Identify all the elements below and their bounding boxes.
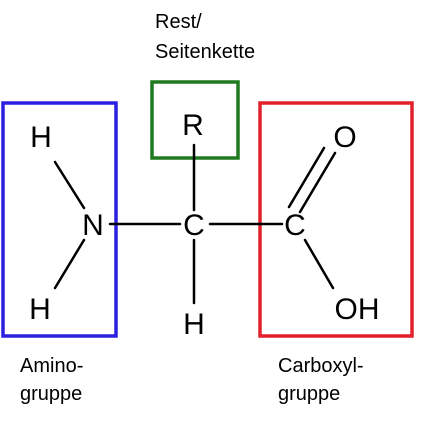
atom-nitrogen: N <box>82 209 104 242</box>
bond-n-h-bottom <box>53 238 86 290</box>
atom-hydroxyl: OH <box>335 293 380 326</box>
bond-c-o-double-2 <box>298 151 337 214</box>
label-carboxyl-line1: Carboxyl- <box>278 355 364 377</box>
atom-h-alpha: H <box>183 308 205 341</box>
carboxyl-group-box <box>258 101 414 338</box>
bond-c-o-double-1 <box>287 146 326 209</box>
atom-h-bottom-left: H <box>29 293 51 326</box>
bond-n-h-top <box>53 160 86 210</box>
label-rest-line1: Rest/ <box>155 11 202 33</box>
label-rest-line2: Seitenkette <box>155 41 255 63</box>
atom-h-top-left: H <box>30 121 52 154</box>
atom-r-group: R <box>182 109 204 142</box>
label-carboxyl-line2: gruppe <box>278 383 340 405</box>
bond-c-oh <box>303 238 335 290</box>
atom-carbon-carboxyl: C <box>284 209 306 242</box>
label-amino-line2: gruppe <box>20 383 82 405</box>
label-amino-line1: Amino- <box>20 355 83 377</box>
atom-carbon-alpha: C <box>183 209 205 242</box>
atom-oxygen-double: O <box>333 121 356 154</box>
amino-group-box <box>1 101 118 338</box>
